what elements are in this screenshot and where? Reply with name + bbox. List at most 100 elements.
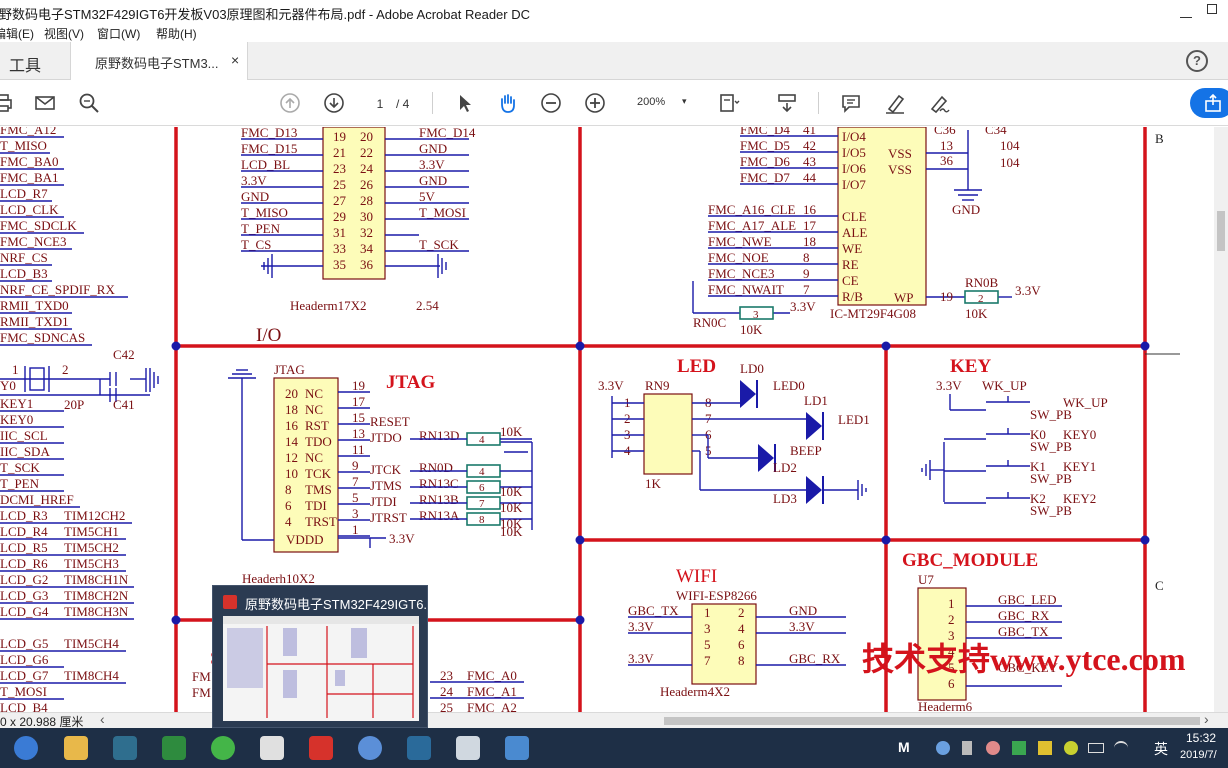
camera-icon[interactable]	[260, 736, 284, 760]
crystal-pin2: 2	[62, 362, 69, 377]
tray-wifi-icon[interactable]	[1114, 741, 1128, 755]
tray-plus-icon[interactable]	[1064, 741, 1078, 755]
tab-tools[interactable]: 工具	[0, 42, 70, 80]
browser-icon[interactable]	[211, 736, 235, 760]
help-icon[interactable]: ?	[1186, 50, 1208, 72]
sign-icon[interactable]	[928, 92, 950, 114]
jtag-header-name: Headerh10X2	[242, 571, 315, 586]
scroll-left-icon[interactable]: ‹	[100, 711, 105, 727]
horizontal-scroll-thumb[interactable]	[664, 717, 1200, 725]
minimize-button[interactable]	[1180, 6, 1192, 18]
jtag-net: JTMS	[370, 478, 402, 493]
print-icon[interactable]	[0, 92, 14, 114]
zoom-select[interactable]: 200%▾	[627, 92, 695, 114]
header17-pin-left: 21	[333, 145, 346, 160]
page-down-icon[interactable]	[323, 92, 345, 114]
tray-ime[interactable]: 英	[1154, 741, 1168, 757]
nand-ic-body	[837, 127, 927, 306]
vertical-scrollbar[interactable]	[1214, 127, 1228, 712]
zoom-out-icon[interactable]	[540, 92, 562, 114]
bottom-pin: 25	[440, 700, 453, 712]
gbc-header-name: Headerm6	[918, 699, 973, 712]
zoom-in-icon[interactable]	[584, 92, 606, 114]
cap-c34-label: C34	[985, 127, 1007, 137]
gbc-section-title: GBC_MODULE	[902, 550, 1038, 571]
preview-thumbnail[interactable]	[223, 616, 419, 721]
nand-pin-ctrl: 18	[803, 234, 816, 249]
jtag-pin-name: RST	[305, 418, 329, 433]
nand-vss: VSS	[888, 146, 912, 161]
wifi-pin-left: 5	[704, 637, 711, 652]
tray-icons[interactable]	[936, 741, 1146, 755]
scroll-mode-icon[interactable]	[776, 92, 798, 114]
tray-security-icon[interactable]	[1012, 741, 1026, 755]
restore-button[interactable]	[1207, 4, 1217, 14]
spreadsheet-icon[interactable]	[162, 736, 186, 760]
file-explorer-icon[interactable]	[64, 736, 88, 760]
bottom-fm-2: FM	[192, 685, 211, 700]
jtag-pin-left: 10	[285, 466, 298, 481]
tray-flower-icon[interactable]	[986, 741, 1000, 755]
nand-pin-ctrl-name: RE	[842, 257, 859, 272]
tray-lock-icon[interactable]	[1038, 741, 1052, 755]
gbc-pin: 3	[948, 628, 955, 643]
search-icon[interactable]	[78, 92, 100, 114]
hand-tool-icon[interactable]	[497, 92, 519, 114]
tab-document[interactable]: 原野数码电子STM3... ×	[70, 42, 248, 80]
key-switch-type: SW_PB	[1030, 407, 1072, 422]
design-app-icon[interactable]	[407, 736, 431, 760]
menu-view[interactable]: 视图(V)	[44, 27, 84, 41]
shield-app-icon[interactable]	[505, 736, 529, 760]
cloud-app-icon[interactable]	[358, 736, 382, 760]
tab-bar: 工具 原野数码电子STM3... × ?	[0, 42, 1228, 80]
net-label-left: LCD_G3	[0, 588, 48, 603]
comment-icon[interactable]	[840, 92, 862, 114]
share-icon	[1205, 93, 1221, 112]
tray-battery-icon[interactable]	[1088, 743, 1104, 753]
net-label-left: T_SCK	[0, 460, 40, 475]
network-tool-icon[interactable]	[113, 736, 137, 760]
tray-usb-icon[interactable]	[962, 741, 972, 755]
scroll-right-icon[interactable]: ›	[1204, 711, 1209, 727]
photos-icon[interactable]	[456, 736, 480, 760]
tray-cloud-icon[interactable]	[936, 741, 950, 755]
wifi-net-right: GBC_RX	[789, 651, 841, 666]
start-orb-icon[interactable]	[14, 736, 38, 760]
tray-m-icon[interactable]: M	[898, 739, 910, 755]
header17-net-left: GND	[241, 189, 269, 204]
clock-time[interactable]: 15:32	[1186, 731, 1217, 745]
net-label-left: LCD_G7	[0, 668, 49, 683]
nand-pin-ctrl-name: R/B	[842, 289, 863, 304]
net-label-timer: TIM5CH2	[64, 540, 119, 555]
highlight-icon[interactable]	[884, 92, 906, 114]
nand-pin-ctrl: 7	[803, 282, 810, 297]
close-icon[interactable]: ×	[231, 52, 240, 68]
status-bar: 0 x 20.988 厘米 ‹ ›	[0, 711, 1228, 729]
jtag-rn-pin: 4	[479, 466, 485, 478]
page-display-icon[interactable]	[718, 92, 740, 114]
share-button[interactable]	[1190, 88, 1228, 118]
email-icon[interactable]	[34, 92, 56, 114]
page-number-input[interactable]: 1	[376, 97, 384, 111]
jtag-pin-right: 17	[352, 394, 366, 409]
jtag-rn-label: RN13B	[419, 492, 459, 507]
menu-window[interactable]: 窗口(W)	[97, 27, 141, 41]
jtag-wires	[228, 369, 533, 548]
led-voltage: 3.3V	[598, 378, 624, 393]
header17-net-left: T_CS	[241, 237, 271, 252]
net-label-left: KEY1	[0, 396, 33, 411]
led-net-beep: BEEP	[790, 443, 822, 458]
acrobat-icon[interactable]	[309, 736, 333, 760]
led-ld0: LD0	[740, 361, 764, 376]
clock-date[interactable]: 2019/7/	[1180, 749, 1217, 761]
vertical-scroll-thumb[interactable]	[1217, 211, 1225, 251]
nand-net-ctrl: FMC_NWE	[708, 234, 772, 249]
taskbar-preview[interactable]: 原野数码电子STM32F429IGT6...	[212, 585, 434, 728]
page-up-icon[interactable]	[279, 92, 301, 114]
jtag-vdd-voltage: 3.3V	[389, 531, 415, 546]
menu-help[interactable]: 帮助(H)	[156, 27, 197, 41]
menu-edit[interactable]: 编辑(E)	[0, 27, 34, 41]
select-cursor-icon[interactable]	[454, 92, 476, 114]
